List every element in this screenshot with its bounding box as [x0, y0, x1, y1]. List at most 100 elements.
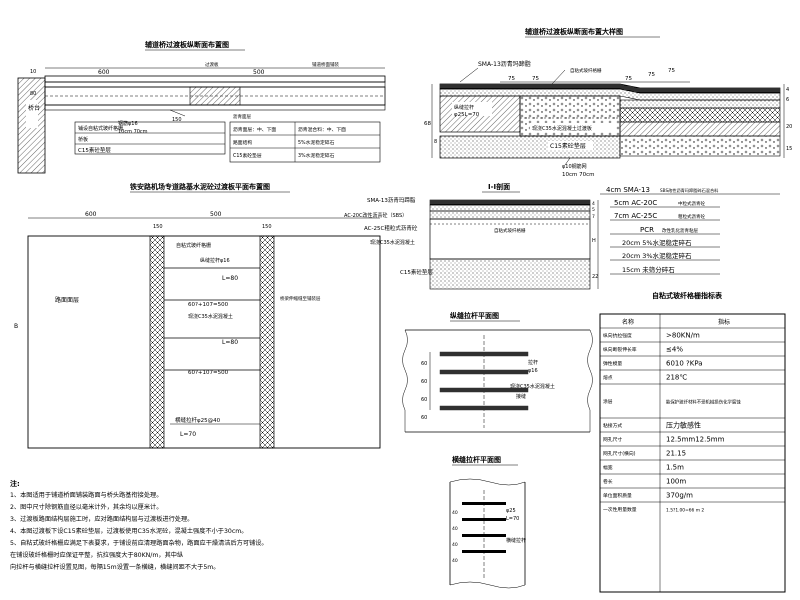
- sec-c15: C15素砼垫层: [400, 268, 433, 276]
- table-cell-value: 12.5mm12.5mm: [666, 436, 725, 444]
- tie-label2: L=70: [506, 516, 519, 522]
- note-line: 2、图中尺寸除钢筋直径以毫米计外，其余均以厘米计。: [10, 504, 163, 511]
- layer7: 15cm 未筛分碎石: [622, 265, 675, 274]
- tie-dim-4: 40: [452, 558, 458, 564]
- table-cell-value: 100m: [666, 478, 686, 486]
- sec-sma: SMA-13沥青玛蹄脂: [367, 196, 416, 204]
- gravel-base: [619, 135, 781, 157]
- table-cell-value: ≤4%: [666, 346, 683, 354]
- legend-box-left: [74, 121, 226, 155]
- break-line-top: [449, 478, 526, 486]
- layer4: PCR: [640, 226, 654, 234]
- legend-d: 沥青混合料：中、下面: [298, 126, 346, 133]
- table-header-name: 名称: [622, 318, 634, 326]
- dim-10: 10: [30, 69, 36, 75]
- leader: [169, 109, 186, 117]
- layer4-note: 改性乳化沥青粘层: [662, 227, 698, 234]
- legend-c: 3%水泥稳定碎石: [298, 152, 335, 159]
- dowel-joint: 接缝: [516, 393, 526, 400]
- dowel-dim-1: 60: [421, 361, 427, 367]
- layer1: 4cm SMA-13: [606, 186, 650, 194]
- plan-outline: [27, 235, 381, 449]
- detail-sma: SMA-13沥青玛蹄脂: [478, 60, 531, 68]
- plan-dim-150a: 150: [153, 224, 163, 230]
- plan-dim-150b: 150: [262, 224, 272, 230]
- layer3: 7cm AC-25C: [614, 212, 657, 220]
- table-cell-name: 弹性模量: [603, 360, 622, 367]
- note-line: 5、自粘式玻纤格栅应满足下表要求，于铺设前应清理路面杂物，路面应干燥清洁后方可铺…: [10, 540, 268, 547]
- dowel-label: 横缝拉杆φ25@40: [175, 416, 221, 424]
- sec-dim-h: H: [592, 238, 596, 244]
- table-cell-value: 能保护玻纤材料不受机械损伤化学腐蚀: [666, 399, 741, 406]
- legend-row1: 铺设自粘式玻纤格栅: [78, 125, 123, 132]
- tie-dim-1: 40: [452, 510, 458, 516]
- dim-15: 15: [786, 146, 792, 152]
- abutment-label-bg: [26, 100, 38, 128]
- dim-75a: 75: [508, 76, 515, 82]
- legend-a: 沥青面层：中、下面: [233, 126, 276, 133]
- tie-plan-title: 横缝拉杆平面图: [452, 455, 501, 464]
- tie-label3: 横缝拉杆: [506, 537, 526, 544]
- table-frame: [599, 313, 786, 593]
- left-area-label: 路面面层: [55, 296, 79, 304]
- notes-head: 注:: [10, 480, 20, 488]
- dowel-rebar: 拉杆: [528, 359, 538, 366]
- table-cell-value: 6010 ?KPa: [666, 360, 703, 368]
- sec-ac25-layer: [429, 210, 591, 220]
- dowel-len: L=70: [180, 431, 196, 438]
- table-cell-name: 卷长: [603, 478, 613, 485]
- dim-4: 4: [786, 87, 789, 93]
- detail-glass: 自粘式玻纤格栅: [570, 67, 602, 74]
- rebar-spacing: 10cm 70cm: [118, 129, 148, 135]
- dim-500: 500: [253, 69, 265, 76]
- label-bg: [530, 123, 615, 132]
- joint-strip-right: [259, 235, 275, 449]
- sec-ac25: AC-25C粗粒式沥青砼: [364, 224, 418, 232]
- sec-c35: 现浇C35水泥混凝土: [370, 239, 415, 246]
- table-cell-value: 21.15: [666, 450, 686, 458]
- table-cell-name: 网孔尺寸(横向): [603, 450, 636, 457]
- sec-glass: 自粘式玻纤格栅: [494, 227, 526, 234]
- label-mid: 过渡板: [205, 61, 219, 68]
- dim-6: 6: [786, 97, 789, 103]
- leader: [459, 67, 479, 83]
- c35-label: 现浇C35水泥混凝土过渡板: [532, 125, 592, 132]
- dowel-dim-3: 60: [421, 397, 427, 403]
- dowel-dim-4: 60: [421, 415, 427, 421]
- dim-20: 20: [786, 124, 792, 130]
- tie-dim-3: 40: [452, 542, 458, 548]
- table-cell-name: 粘接方式: [603, 422, 622, 429]
- plan-view: 铁安路机场专道路基水泥砼过渡板平面布置图 600 500 150 150 B 路…: [14, 182, 381, 449]
- detail-title: 辅道桥过渡板纵断面布置大样图: [525, 27, 623, 36]
- sec-ac20: AC-20C改性沥青砼（SBS）: [344, 212, 407, 219]
- section-title: Ⅰ-Ⅰ剖面: [488, 182, 510, 191]
- dowel-plan-title: 纵缝拉杆平面图: [450, 311, 499, 320]
- label-bg: [452, 102, 492, 116]
- pavement-layer: [44, 75, 386, 83]
- plan-title: 铁安路机场专道路基水泥砼过渡板平面布置图: [130, 182, 270, 191]
- dim-150: 150: [172, 117, 182, 123]
- layer2: 5cm AC-20C: [614, 199, 657, 207]
- legend-row-b: 沥青面层: [233, 113, 251, 120]
- layer5: 20cm 5%水泥稳定碎石: [622, 238, 692, 247]
- table-cell-name: 纵向抗拉强度: [603, 332, 632, 339]
- table-cell-name: 熔点: [603, 374, 613, 381]
- abutment-label: 桥台: [28, 104, 40, 112]
- dowel-label: 纵缝拉杆: [454, 104, 474, 111]
- table-cell-name: 网孔尺寸: [603, 436, 622, 443]
- dowel-size: φ25L=70: [454, 112, 480, 118]
- top-label: 自粘式玻纤格栅: [176, 242, 211, 249]
- break-line-left: [402, 329, 408, 432]
- dim-75c: 75: [625, 76, 632, 82]
- note-line: 在铺设玻纤格栅时应保证平整，抗拉强度大于80KN/m，其中纵: [10, 552, 184, 559]
- dim-75e: 75: [668, 68, 675, 74]
- sec-dim-5: 5: [592, 207, 595, 213]
- legend-row-c: C15素砼垫层: [233, 152, 262, 159]
- table-cell-value: >80KN/m: [666, 332, 700, 340]
- plan-dim-b: B: [14, 323, 18, 330]
- layer6: 20cm 3%水泥稳定碎石: [622, 251, 692, 260]
- legend-row2: 桥板: [78, 136, 88, 143]
- dim-80: 80: [30, 91, 36, 97]
